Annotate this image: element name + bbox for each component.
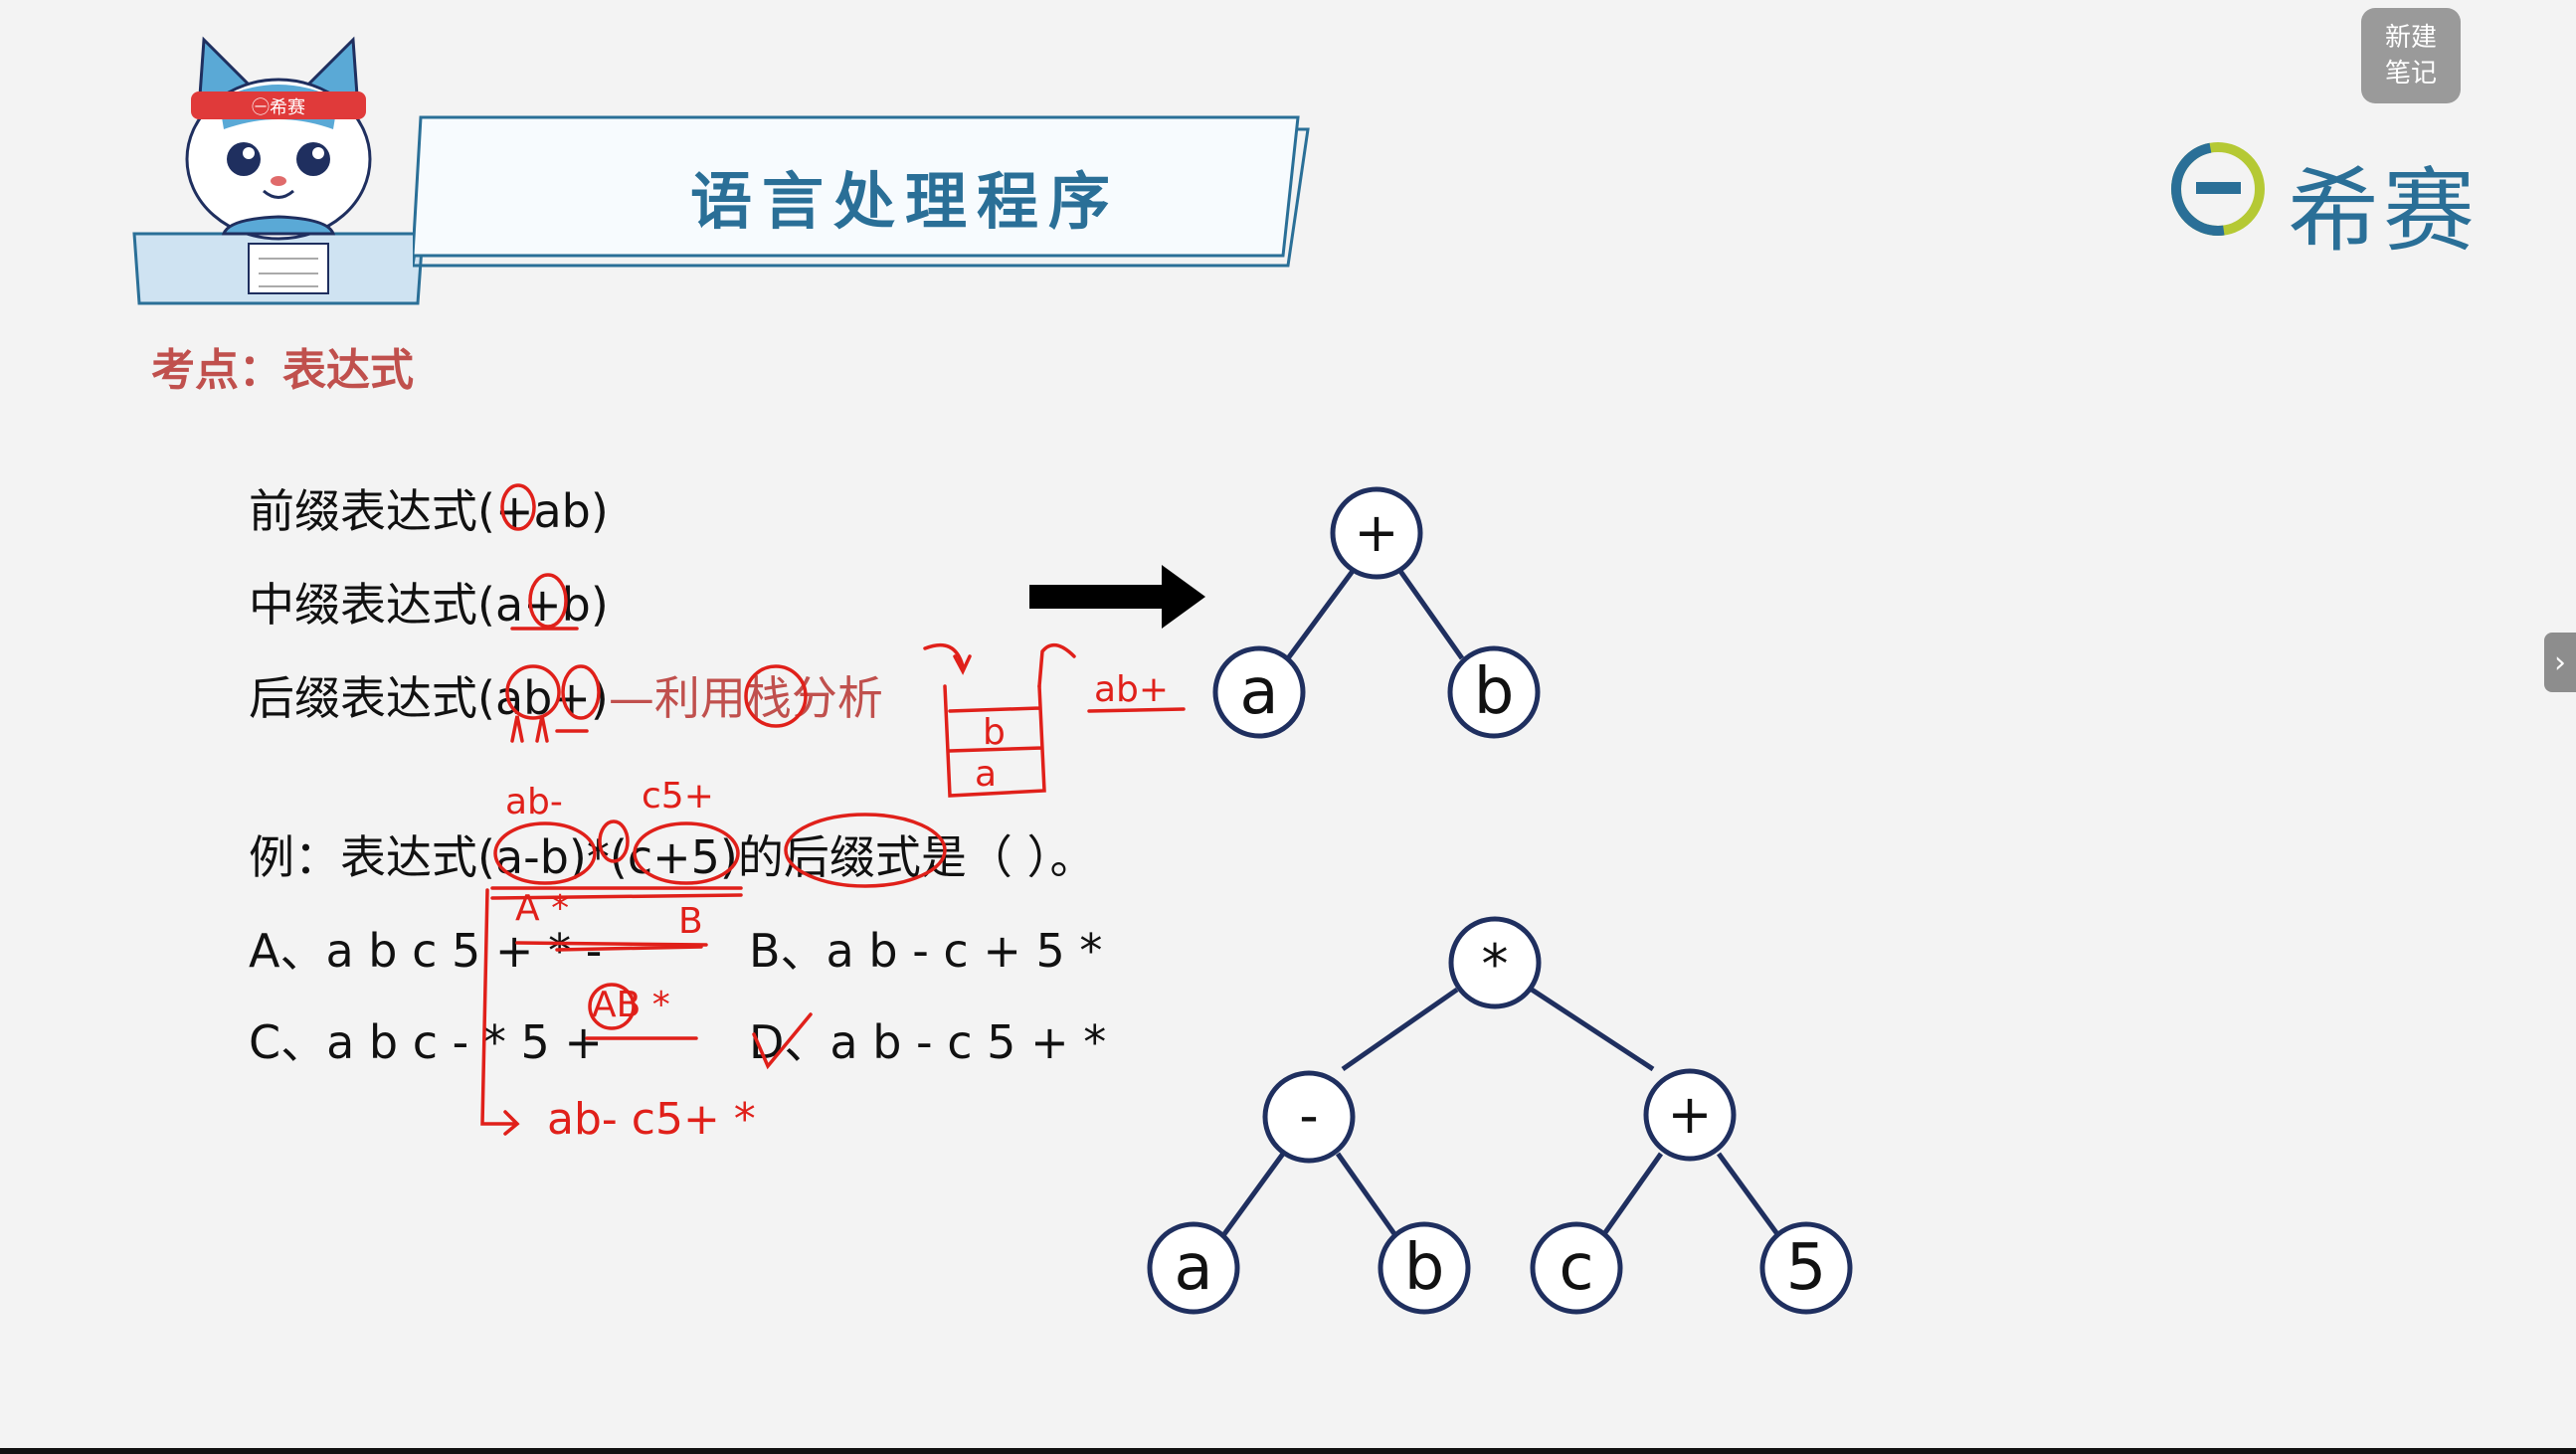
tree2-edge-right-rr bbox=[1716, 1152, 1783, 1240]
tree1-edge-right bbox=[1394, 565, 1465, 660]
tree2-edge-root-right bbox=[1530, 987, 1655, 1072]
handwritten-labels: ab- c5+ A * B AB * ab- c5+ * b a ab+ bbox=[505, 669, 1169, 1145]
brand-logo-icon bbox=[2171, 142, 2265, 236]
cat-mascot-icon: ㊀希赛 bbox=[132, 36, 425, 305]
circle-example-a-minus-b bbox=[493, 821, 597, 885]
new-note-label-2: 笔记 bbox=[2384, 59, 2437, 89]
infix-expression-line: 中缀表达式(a+b) bbox=[249, 578, 609, 632]
circle-ab bbox=[588, 983, 636, 1030]
title-banner bbox=[413, 115, 1310, 268]
circle-infix-plus bbox=[528, 573, 568, 629]
underline-a-star bbox=[515, 941, 708, 947]
tree2-rl-label: c bbox=[1559, 1231, 1593, 1305]
tree2-right-label: + bbox=[1667, 1083, 1712, 1146]
circle-postfix-ab bbox=[505, 664, 561, 720]
expression-tree-example-edges bbox=[1218, 987, 1783, 1240]
annotation-b: B bbox=[678, 901, 703, 942]
tree1-root-node bbox=[1330, 486, 1423, 580]
handwritten-annotations bbox=[480, 483, 1186, 1136]
page-title: 语言处理程序 bbox=[689, 165, 1120, 238]
postfix-expression-text: 后缀表达式(ab+) bbox=[249, 671, 609, 725]
stack-arrow-out bbox=[1037, 642, 1076, 688]
tree1-right-node bbox=[1447, 645, 1541, 739]
circle-postfix-word bbox=[784, 813, 947, 888]
tree2-edge-right-rl bbox=[1598, 1152, 1664, 1240]
option-d[interactable]: D、a b - c 5 + * bbox=[749, 1015, 1107, 1069]
underline-abplus-note bbox=[1087, 707, 1186, 713]
tree2-root-label: * bbox=[1482, 933, 1509, 996]
topic-heading: 考点：表达式 bbox=[151, 345, 414, 396]
tree2-right-node bbox=[1643, 1068, 1737, 1162]
tree1-edge-left bbox=[1285, 565, 1359, 660]
expression-tree-prefix: + a b bbox=[1212, 486, 1541, 739]
tree1-left-label: a bbox=[1239, 655, 1278, 729]
side-panel-toggle[interactable]: › bbox=[2544, 633, 2576, 692]
tree2-root-node bbox=[1448, 916, 1542, 1009]
tree2-ll-node bbox=[1147, 1221, 1240, 1315]
annotation-abplus: ab+ bbox=[1094, 669, 1169, 710]
tree2-left-label: - bbox=[1299, 1084, 1319, 1147]
tree2-rr-label: 5 bbox=[1786, 1231, 1827, 1305]
arrows-under-postfix bbox=[510, 715, 589, 743]
stack-box bbox=[943, 684, 1046, 798]
dash-after-a bbox=[555, 945, 703, 952]
option-b[interactable]: B、a b - c + 5 * bbox=[749, 924, 1103, 978]
circle-prefix-plus bbox=[500, 483, 536, 531]
new-note-label-1: 新建 bbox=[2384, 23, 2437, 53]
tree2-lr-label: b bbox=[1404, 1231, 1445, 1305]
option-c[interactable]: C、a b c - * 5 + bbox=[249, 1015, 603, 1069]
annotation-ab-star: AB * bbox=[592, 985, 670, 1025]
mascot-headband-text: ㊀希赛 bbox=[252, 97, 305, 118]
annotation-result: ab- c5+ * bbox=[547, 1094, 756, 1145]
expression-tree-example-labels: * - + a b c 5 bbox=[1174, 933, 1826, 1305]
tree2-ll-label: a bbox=[1174, 1231, 1212, 1305]
prefix-expression-line: 前缀表达式(+ab) bbox=[249, 484, 609, 538]
stack-arrow-in bbox=[923, 642, 972, 675]
stack-label-a: a bbox=[975, 754, 997, 795]
tree2-rl-node bbox=[1530, 1221, 1623, 1315]
underline-example-2 bbox=[490, 893, 743, 900]
brand-name: 希赛 bbox=[2288, 158, 2480, 265]
new-note-button[interactable]: 新建 笔记 bbox=[2361, 8, 2461, 103]
circle-stack-word bbox=[744, 664, 808, 728]
tree1-root-label: + bbox=[1354, 501, 1398, 564]
chevron-right-icon: › bbox=[2554, 644, 2566, 680]
annotation-ab-minus: ab- bbox=[505, 782, 563, 822]
bracket-arrow-down bbox=[480, 888, 520, 1136]
tree2-edge-left-lr bbox=[1335, 1152, 1400, 1240]
tree2-left-node bbox=[1262, 1070, 1356, 1164]
option-a[interactable]: A、a b c 5 + * - bbox=[249, 924, 603, 978]
checkmark-d bbox=[752, 1012, 813, 1070]
tree2-rr-node bbox=[1759, 1221, 1853, 1315]
circle-example-c-plus-5 bbox=[633, 821, 740, 885]
right-arrow-icon bbox=[1029, 565, 1205, 629]
annotation-c5plus: c5+ bbox=[642, 776, 714, 817]
expression-tree-example-nodes bbox=[1147, 916, 1853, 1315]
tree1-right-label: b bbox=[1474, 655, 1515, 729]
tree2-lr-node bbox=[1378, 1221, 1471, 1315]
circle-example-star bbox=[598, 819, 630, 863]
tree1-left-node bbox=[1212, 645, 1306, 739]
tree2-edge-root-left bbox=[1341, 987, 1459, 1072]
annotation-a-star: A * bbox=[515, 888, 569, 929]
stack-label-b: b bbox=[983, 712, 1006, 753]
tree2-edge-left-ll bbox=[1218, 1152, 1286, 1240]
bottom-border bbox=[0, 1448, 2576, 1454]
example-question: 例：表达式(a-b)*(c+5)的后缀式是（ ）。 bbox=[249, 830, 1096, 884]
circle-postfix-plus bbox=[561, 664, 601, 720]
